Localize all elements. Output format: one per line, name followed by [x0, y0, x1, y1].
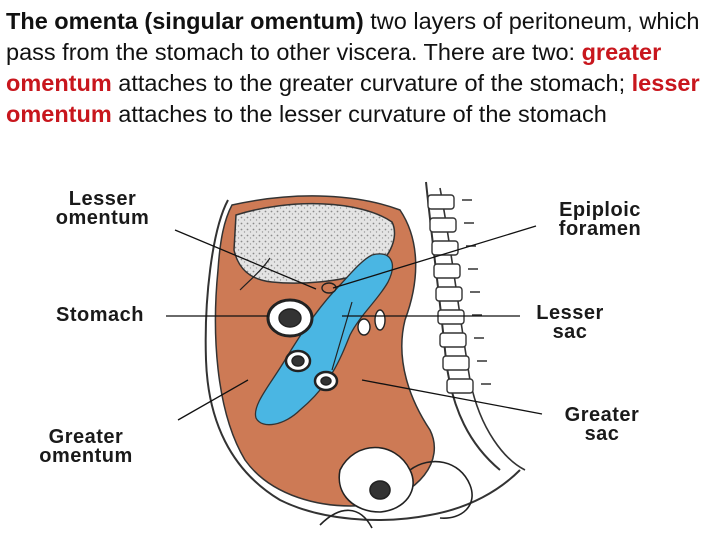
label-stomach-text: Stomach [56, 304, 144, 326]
label-greater-omentum-line2: omentum [39, 445, 133, 467]
label-lesser-omentum-line1: Lesser [68, 188, 137, 210]
text-run-3: attaches to the lesser curvature of the … [111, 101, 607, 127]
leader-lines [166, 225, 543, 421]
epiploic-foramen [321, 282, 337, 294]
label-lesser-omentum-line2: omentum [55, 207, 150, 229]
label-lesser-sac-line1: Lesser [536, 302, 604, 324]
label-lesser-omentum: Lesser omentum [30, 188, 175, 229]
text-run-2: attaches to the greater curvature of the… [111, 70, 632, 96]
vertebral-column [425, 181, 501, 471]
label-greater-sac-line1: Greater [564, 404, 640, 426]
label-epiploic-foramen-line2: foramen [558, 218, 642, 240]
leader-greater-sac [361, 379, 543, 415]
pelvic-organs [319, 446, 473, 529]
term-omenta: The omenta (singular omentum) [6, 8, 364, 34]
label-stomach: Stomach [34, 304, 166, 326]
slide-paragraph: The omenta (singular omentum) two layers… [6, 6, 714, 130]
leader-lesser-omentum [174, 229, 317, 290]
label-lesser-sac-line2: sac [552, 321, 588, 343]
abdominal-wall-outline [204, 199, 521, 521]
leader-epiploic-foramen [332, 225, 537, 289]
text-run-1: two layers of peritoneum, which pass fro… [6, 8, 700, 65]
label-greater-omentum-line1: Greater [48, 426, 124, 448]
label-greater-omentum: Greater omentum [14, 426, 158, 467]
label-greater-sac-line2: sac [584, 423, 620, 445]
term-greater-omentum: greater omentum [6, 39, 662, 96]
label-epiploic-foramen: Epiploic foramen [534, 199, 666, 240]
lesser-sac-region [254, 253, 393, 426]
leader-greater-omentum [177, 379, 249, 421]
body-outline-back [439, 187, 526, 471]
label-greater-sac: Greater sac [542, 404, 662, 445]
label-lesser-sac: Lesser sac [520, 302, 620, 343]
label-epiploic-foramen-line1: Epiploic [559, 199, 641, 221]
viscera [239, 257, 386, 392]
term-lesser-omentum: lesser omentum [6, 70, 700, 127]
